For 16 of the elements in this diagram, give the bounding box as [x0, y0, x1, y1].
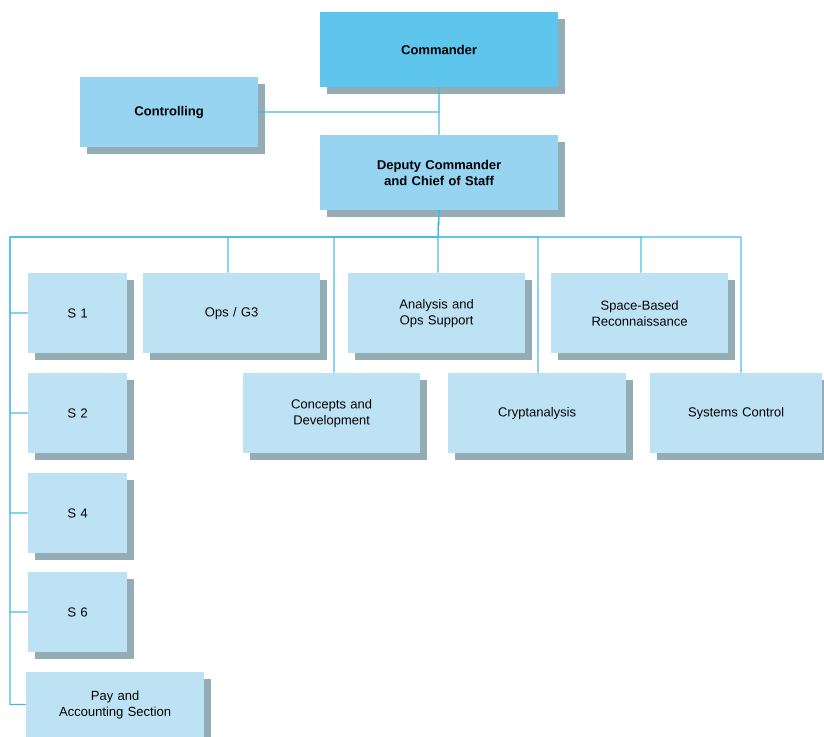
org-box: S 2 — [28, 373, 134, 460]
org-box: Space-Based Reconnaissance — [551, 273, 735, 360]
org-box: Pay and Accounting Section — [26, 672, 211, 737]
org-box: Systems Control — [650, 373, 824, 460]
org-box: S 4 — [28, 473, 134, 560]
org-box: Controlling — [80, 77, 265, 154]
org-box: Concepts and Development — [243, 373, 427, 460]
org-box: Deputy Commander and Chief of Staff — [320, 135, 565, 217]
connector-line — [258, 87, 440, 113]
org-box: S 6 — [28, 572, 134, 659]
org-box: Cryptanalysis — [448, 373, 633, 460]
org-box: Analysis and Ops Support — [348, 273, 532, 360]
org-box: Commander — [320, 12, 565, 94]
org-box: S 1 — [28, 273, 134, 360]
connector-line — [9, 210, 440, 706]
org-box: Ops / G3 — [143, 273, 327, 360]
